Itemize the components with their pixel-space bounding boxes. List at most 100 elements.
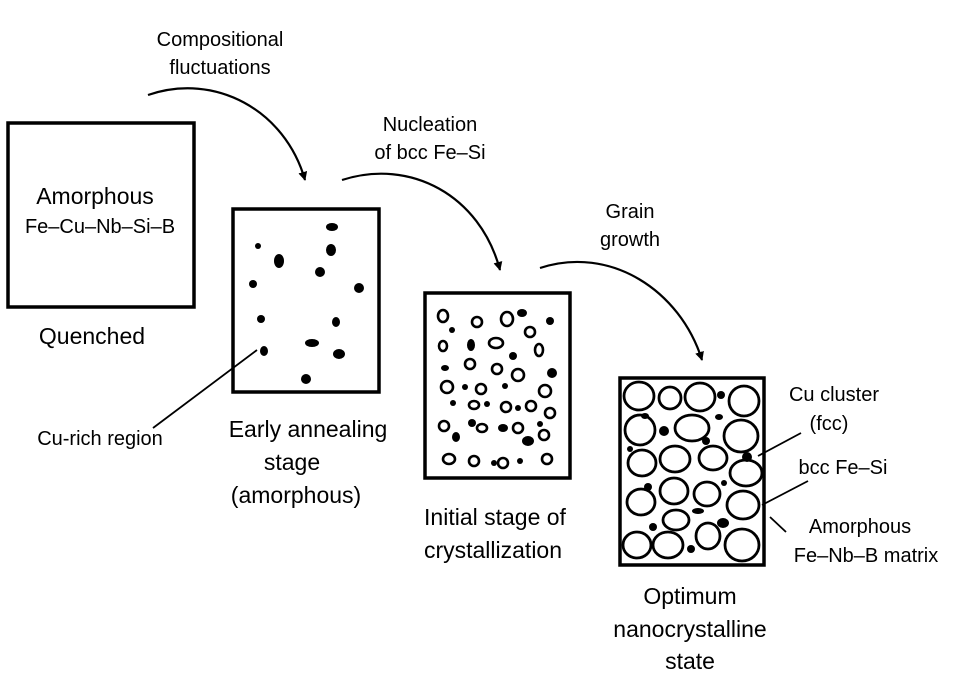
cu-rich-dot [332, 317, 340, 327]
bcc-fe-si-grain [683, 381, 717, 413]
bcc-grain [436, 308, 450, 324]
cu-cluster [702, 437, 710, 445]
cu-rich-leader-line [152, 349, 258, 429]
optimum-nanocrystalline-box [618, 376, 766, 567]
bcc-fe-si-grain [658, 444, 692, 474]
cu-cluster [659, 426, 669, 436]
cu-rich-region-label: Cu-rich region [37, 428, 163, 450]
cu-cluster [692, 508, 704, 514]
cu-cluster [717, 518, 729, 528]
optimum-label-line2: nanocrystalline [613, 616, 766, 642]
cu-rich-dot [305, 339, 319, 347]
compositional-label-line1: Compositional [157, 29, 284, 51]
bcc-fe-si-grain [657, 385, 683, 411]
bcc-fe-si-grain [692, 480, 722, 508]
bcc-grain [467, 454, 481, 468]
cu-cluster [462, 384, 468, 390]
bcc-grain [499, 310, 515, 328]
bcc-fe-si-grain [727, 384, 761, 418]
bcc-fe-si-grain [661, 508, 691, 532]
cu-cluster [449, 327, 455, 333]
cu-cluster [517, 309, 527, 317]
bcc-grain [470, 315, 484, 329]
cu-cluster-leader-line [757, 432, 802, 457]
cu-cluster [546, 317, 554, 325]
bcc-grain [441, 452, 457, 466]
arrow-compositional-fluctuations [147, 87, 308, 181]
cu-rich-dot [301, 374, 311, 384]
early-annealing-label-line2: stage [264, 449, 320, 475]
quenched-label: Quenched [39, 323, 145, 349]
amorphous-title: Amorphous [36, 183, 154, 209]
bcc-grain [490, 362, 504, 376]
cu-cluster [715, 414, 723, 420]
early-annealing-label-line1: Early annealing [229, 416, 388, 442]
cu-cluster [509, 352, 517, 360]
bcc-grain [463, 357, 477, 371]
bcc-fe-si-grain [625, 487, 657, 517]
nucleation-label-line2: of bcc Fe–Si [374, 142, 485, 164]
cu-cluster [537, 421, 543, 427]
bcc-grain [537, 428, 551, 442]
cu-cluster [649, 523, 657, 531]
cu-cluster [641, 413, 649, 419]
cu-cluster [742, 452, 752, 462]
cu-rich-dot [315, 267, 325, 277]
bcc-grain [543, 406, 557, 420]
amorphous-matrix-label-line2: Fe–Nb–B matrix [794, 545, 939, 567]
bcc-fe-si-leader-line [761, 480, 809, 506]
cu-cluster [452, 432, 460, 442]
cu-rich-dot [274, 254, 284, 268]
cu-cluster [687, 545, 695, 553]
bcc-grain [510, 367, 526, 383]
amorphous-matrix-label-line1: Amorphous [809, 516, 911, 538]
bcc-fe-si-grain [651, 530, 685, 560]
bcc-fe-si-grain [622, 380, 656, 412]
cu-cluster [721, 480, 727, 486]
bcc-fe-si-grain [626, 448, 658, 478]
cu-cluster [502, 383, 508, 389]
cu-cluster-label-line2: (fcc) [810, 413, 849, 435]
cu-cluster [522, 436, 534, 446]
initial-crystallization-box [423, 291, 572, 480]
cu-cluster [644, 483, 652, 491]
bcc-fe-si-grain [673, 413, 711, 443]
bcc-fe-si-grain [697, 444, 729, 472]
cu-rich-dot [260, 346, 268, 356]
cu-rich-dot [326, 223, 338, 231]
bcc-grain [475, 422, 489, 434]
cu-rich-dot [326, 244, 336, 256]
optimum-label-line3: state [665, 648, 715, 674]
bcc-grain [540, 452, 554, 466]
bcc-fe-si-grain [694, 521, 722, 551]
bcc-grain [511, 421, 525, 435]
cu-cluster [498, 424, 508, 432]
cu-cluster [468, 419, 476, 427]
cu-cluster [627, 446, 633, 452]
bcc-grain [533, 342, 545, 358]
bcc-grain [437, 419, 451, 433]
arrow-grain-growth [539, 260, 704, 361]
alloy-composition: Fe–Cu–Nb–Si–B [25, 216, 175, 238]
bcc-fe-si-grain [723, 527, 761, 563]
bcc-fe-si-grain [728, 458, 764, 488]
bcc-grain [474, 382, 488, 396]
cu-cluster [467, 339, 475, 351]
amorphous-matrix-leader-line [769, 516, 787, 533]
bcc-fe-si-grain [658, 476, 690, 506]
initial-stage-label-line2: crystallization [424, 537, 562, 563]
cu-rich-dot [249, 280, 257, 288]
nucleation-label-line1: Nucleation [383, 114, 478, 136]
cu-cluster-label-line1: Cu cluster [789, 384, 879, 406]
grain-label-line1: Grain [606, 201, 655, 223]
cu-cluster [441, 365, 449, 371]
bcc-fe-si-label: bcc Fe–Si [799, 457, 888, 479]
amorphous-box: Amorphous Fe–Cu–Nb–Si–B [6, 121, 196, 309]
bcc-grain [437, 339, 449, 353]
bcc-grain [523, 325, 537, 339]
arrow-nucleation [341, 172, 503, 271]
bcc-grain [524, 399, 538, 413]
bcc-grain [496, 456, 510, 470]
bcc-grain [537, 383, 553, 399]
